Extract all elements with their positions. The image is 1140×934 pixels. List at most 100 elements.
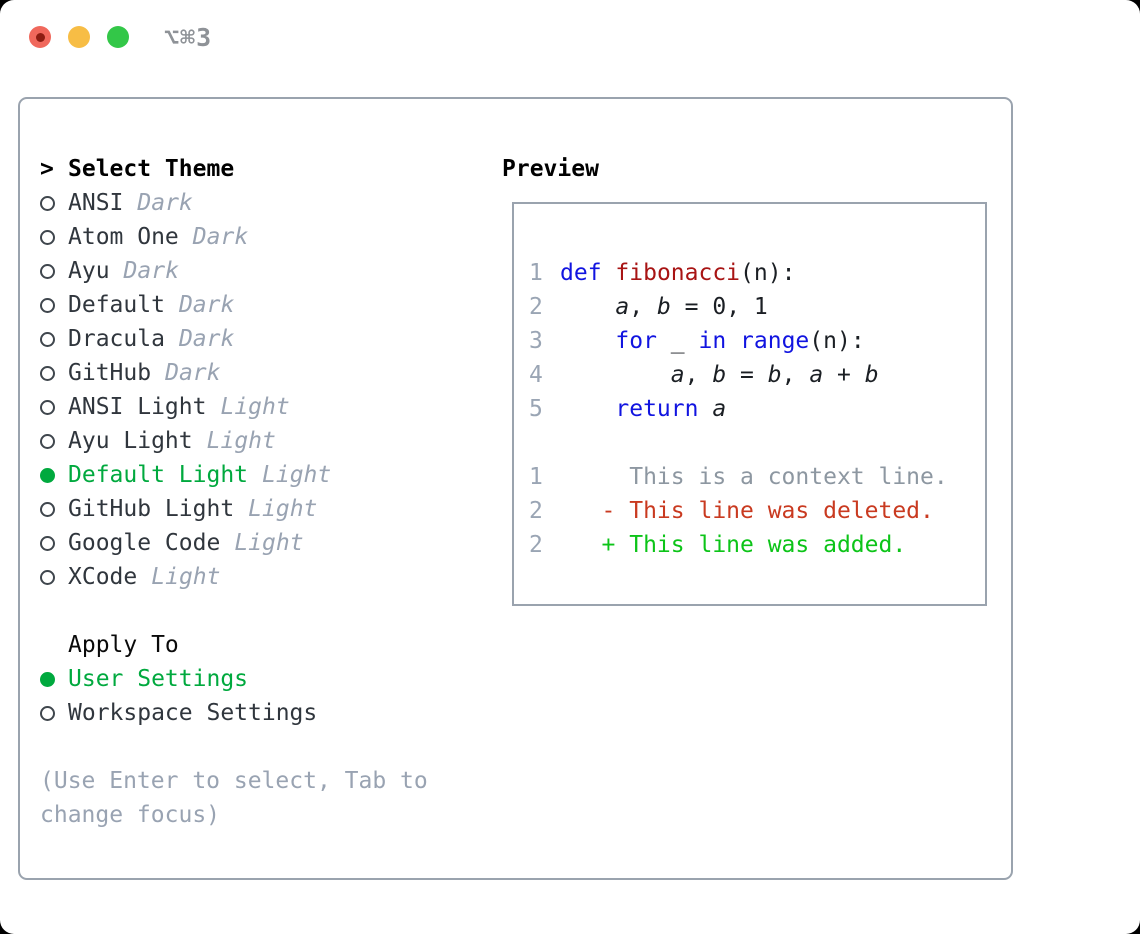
code-token-kw: in (698, 328, 727, 354)
code-token-pl: = 0, 1 (670, 294, 768, 320)
code-token-add: + This line was added. (560, 532, 907, 558)
apply-to-header: Apply To (40, 628, 490, 662)
radio-unselected-icon (40, 433, 55, 449)
code-token-pl: + (823, 362, 865, 388)
spacer (40, 594, 490, 628)
code-token-pl (560, 362, 671, 388)
radio-unselected-icon (40, 365, 55, 381)
code-token-kw: for (615, 328, 657, 354)
code-token-kw: range (740, 328, 810, 354)
line-number: 2 (529, 498, 543, 524)
radio-unselected-icon (40, 263, 55, 279)
hint-text: (Use Enter to select, Tab to change focu… (40, 764, 490, 832)
code-line: 4 a, b = b, a + b (529, 358, 975, 392)
theme-option[interactable]: Dracula Dark (40, 322, 490, 356)
code-token-var: b (767, 362, 782, 388)
focus-arrow-icon: > (40, 156, 54, 182)
theme-option-label: Atom One (68, 224, 179, 250)
code-line: 5 return a (529, 392, 975, 426)
code-line: 2 a, b = 0, 1 (529, 290, 975, 324)
apply-to-title: Apply To (68, 632, 179, 658)
hint-line-2: change focus) (40, 802, 221, 828)
radio-unselected-icon (40, 229, 55, 245)
theme-option-label: GitHub (68, 360, 152, 386)
line-number: 1 (529, 260, 543, 286)
theme-variant-tag: Dark (178, 292, 235, 318)
code-line: 3 for _ in range(n): (529, 324, 975, 358)
code-token-var: a (712, 396, 727, 422)
code-token-pl: (n): (809, 328, 865, 354)
close-button[interactable] (29, 26, 51, 48)
preview-header: Preview (502, 152, 997, 186)
line-number: 2 (529, 532, 543, 558)
apply-to-option[interactable]: User Settings (40, 662, 490, 696)
theme-option[interactable]: Atom One Dark (40, 220, 490, 254)
spacer (40, 730, 490, 764)
theme-option-label: Default (68, 292, 165, 318)
apply-to-option-label: User Settings (68, 666, 249, 692)
theme-option-label: XCode (68, 564, 138, 590)
code-token-pl: (n): (740, 260, 796, 286)
theme-variant-tag: Light (206, 428, 276, 454)
radio-selected-icon (40, 467, 55, 483)
code-line (529, 426, 975, 460)
code-token-kw: return (615, 396, 699, 422)
code-token-fn: fibonacci (615, 260, 741, 286)
theme-variant-tag: Dark (123, 258, 179, 284)
theme-option[interactable]: Default Dark (40, 288, 490, 322)
line-number: 5 (529, 396, 543, 422)
apply-to-option[interactable]: Workspace Settings (40, 696, 490, 730)
theme-option-label: Default Light (68, 462, 249, 488)
theme-variant-tag: Light (248, 496, 318, 522)
line-number: 3 (529, 328, 543, 354)
code-token-pl (560, 294, 615, 320)
theme-option[interactable]: Ayu Light Light (40, 424, 490, 458)
code-token-pl: = (726, 362, 768, 388)
code-token-pl: _ (656, 328, 699, 354)
line-number: 1 (529, 464, 543, 490)
minimize-button[interactable] (68, 26, 90, 48)
hint-line-1: (Use Enter to select, Tab to (40, 768, 428, 794)
code-line: 1 This is a context line. (529, 460, 975, 494)
code-token-var: a (670, 362, 685, 388)
code-token-pl: , (781, 362, 810, 388)
theme-variant-tag: Dark (178, 326, 235, 352)
radio-unselected-icon (40, 195, 55, 211)
theme-option-label: Ayu Light (68, 428, 193, 454)
code-token-kw: def (560, 260, 602, 286)
code-token-pl (726, 328, 740, 354)
radio-selected-icon (40, 671, 55, 687)
code-token-ctx: This is a context line. (560, 464, 948, 490)
code-token-pl (560, 328, 615, 354)
theme-variant-tag: Dark (137, 190, 193, 216)
window-shortcut-title: ⌥⌘3 (164, 23, 213, 52)
theme-option[interactable]: Ayu Dark (40, 254, 490, 288)
theme-option-label: Ayu (68, 258, 110, 284)
select-theme-title: Select Theme (68, 156, 235, 182)
radio-unselected-icon (40, 297, 55, 313)
code-token-var: b (712, 362, 727, 388)
line-number: 4 (529, 362, 543, 388)
radio-unselected-icon (40, 501, 55, 517)
code-token-pl (602, 260, 616, 286)
code-line: 1 def fibonacci(n): (529, 256, 975, 290)
zoom-button[interactable] (107, 26, 129, 48)
code-token-var: a (615, 294, 630, 320)
theme-variant-tag: Dark (192, 224, 249, 250)
theme-option-label: Dracula (68, 326, 165, 352)
select-theme-header: > Select Theme (40, 152, 490, 186)
apply-to-option-label: Workspace Settings (68, 700, 318, 726)
